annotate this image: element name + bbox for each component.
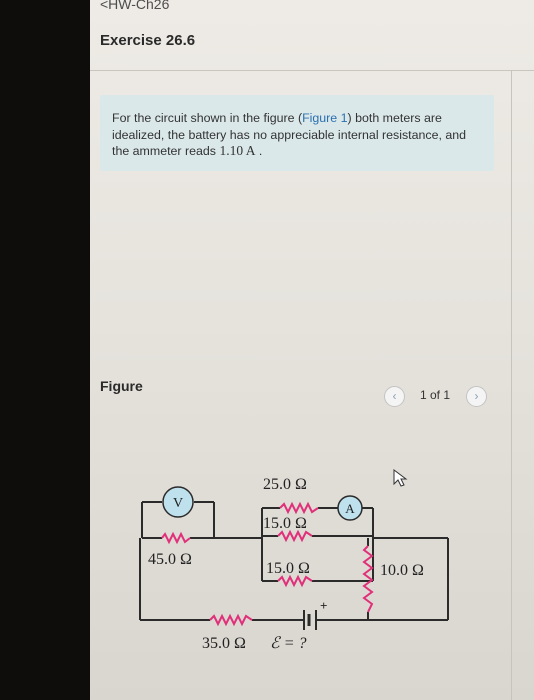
voltmeter-label: V bbox=[173, 496, 183, 511]
voltmeter: V bbox=[162, 486, 194, 518]
figure-heading: Figure bbox=[100, 378, 143, 394]
ammeter-label: A bbox=[345, 501, 355, 516]
problem-text-part2: ) both meters are idealized, the battery… bbox=[112, 111, 467, 158]
resistor-25-ohm-zigzag bbox=[279, 501, 319, 515]
chevron-right-icon: › bbox=[474, 389, 479, 403]
resistor-45-ohm-zigzag bbox=[161, 531, 191, 545]
label-45-ohm: 45.0 Ω bbox=[148, 551, 192, 568]
left-dark-bezel bbox=[0, 0, 90, 700]
battery-symbol: + bbox=[303, 598, 327, 630]
label-15-ohm-lower: 15.0 Ω bbox=[266, 560, 310, 577]
prev-figure-button[interactable]: ‹ bbox=[384, 386, 405, 407]
circuit-wires bbox=[139, 501, 449, 621]
resistor-15-ohm-lower-zigzag bbox=[277, 574, 313, 588]
label-15-ohm-upper: 15.0 Ω bbox=[263, 515, 307, 532]
problem-text-end: . bbox=[255, 144, 263, 158]
label-10-ohm: 10.0 Ω bbox=[380, 562, 424, 579]
next-figure-button[interactable]: › bbox=[466, 386, 487, 407]
figure-pager: ‹ 1 of 1 › bbox=[378, 384, 488, 408]
header-divider bbox=[90, 70, 534, 71]
figure-page-count: 1 of 1 bbox=[420, 388, 451, 402]
exercise-title: Exercise 26.6 bbox=[100, 32, 196, 49]
label-35-ohm: 35.0 Ω bbox=[202, 635, 246, 652]
problem-text: For the circuit shown in the figure (Fig… bbox=[112, 110, 484, 160]
ammeter: A bbox=[337, 495, 363, 521]
battery-plus-sign: + bbox=[320, 598, 327, 613]
problem-text-part1: For the circuit shown in the figure ( bbox=[112, 111, 303, 125]
label-25-ohm: 25.0 Ω bbox=[263, 476, 307, 493]
resistors bbox=[161, 501, 374, 627]
label-emf: ℰ = ? bbox=[270, 635, 306, 652]
resistor-35-ohm-zigzag bbox=[209, 613, 253, 627]
resistor-15-ohm-upper-zigzag bbox=[277, 529, 313, 543]
circuit-diagram: V A + 25.0 Ω 15.0 Ω 45.0 Ω 15.0 Ω 10.0 Ω… bbox=[139, 476, 449, 652]
right-divider bbox=[511, 70, 512, 700]
resistor-10-ohm-zigzag bbox=[362, 545, 374, 613]
chevron-left-icon: ‹ bbox=[392, 389, 397, 403]
figure-link[interactable]: Figure 1 bbox=[302, 111, 348, 125]
problem-statement-box: For the circuit shown in the figure (Fig… bbox=[100, 95, 494, 171]
ammeter-reading: 1.10 A bbox=[219, 143, 256, 158]
breadcrumb-link[interactable]: <HW-Ch26 bbox=[100, 0, 170, 12]
pointer-arrow-icon bbox=[393, 469, 408, 487]
